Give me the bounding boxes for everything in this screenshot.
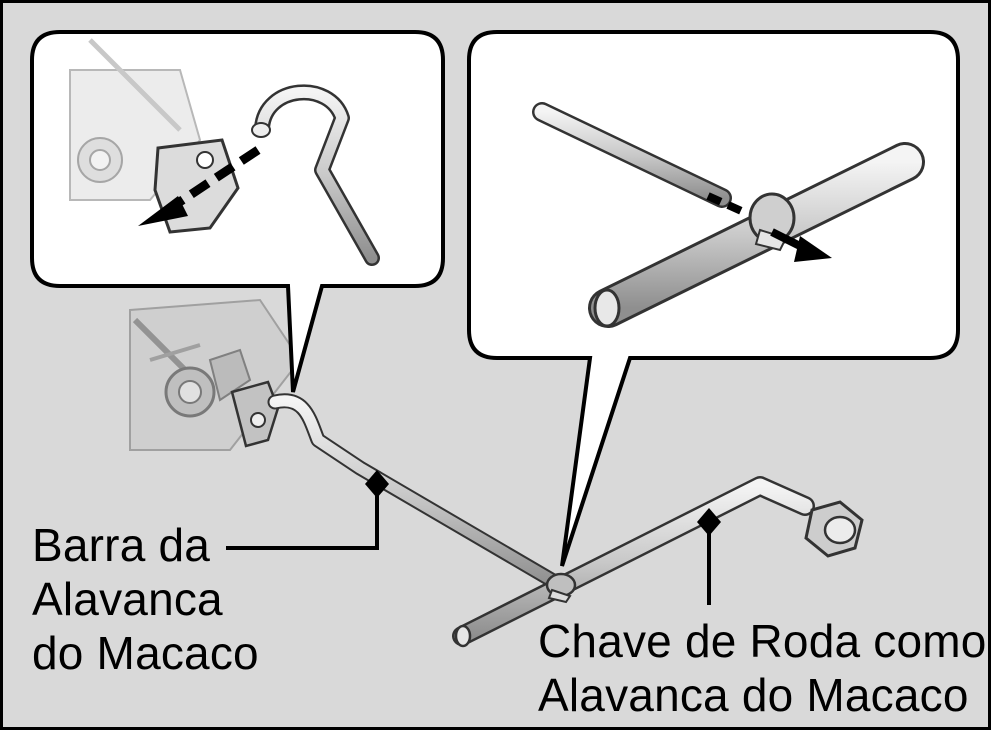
label-line: Chave de Roda como	[538, 615, 987, 667]
leader-diamond-icon	[365, 470, 389, 498]
callout-left-content	[69, 38, 380, 266]
callout-right	[467, 30, 960, 567]
label-line: do Macaco	[32, 627, 259, 679]
callout-right-content	[532, 102, 925, 328]
label-jack-handle-bar: Barra da Alavanca do Macaco	[32, 518, 259, 680]
label-line: Alavanca	[32, 573, 223, 625]
jack-handle-bar	[267, 393, 568, 593]
leader-jack-handle-bar	[226, 470, 389, 550]
wheel-wrench	[452, 476, 864, 648]
label-line: Alavanca do Macaco	[538, 669, 969, 721]
jack-hook-bracket	[230, 380, 280, 448]
leader-diamond-icon	[697, 508, 721, 536]
label-wheel-wrench: Chave de Roda como Alavanca do Macaco	[538, 614, 987, 722]
arrow-left-down-icon	[138, 146, 261, 226]
leader-wheel-wrench	[697, 508, 721, 605]
arrow-right-down-icon	[706, 192, 832, 262]
label-line: Barra da	[32, 519, 211, 571]
